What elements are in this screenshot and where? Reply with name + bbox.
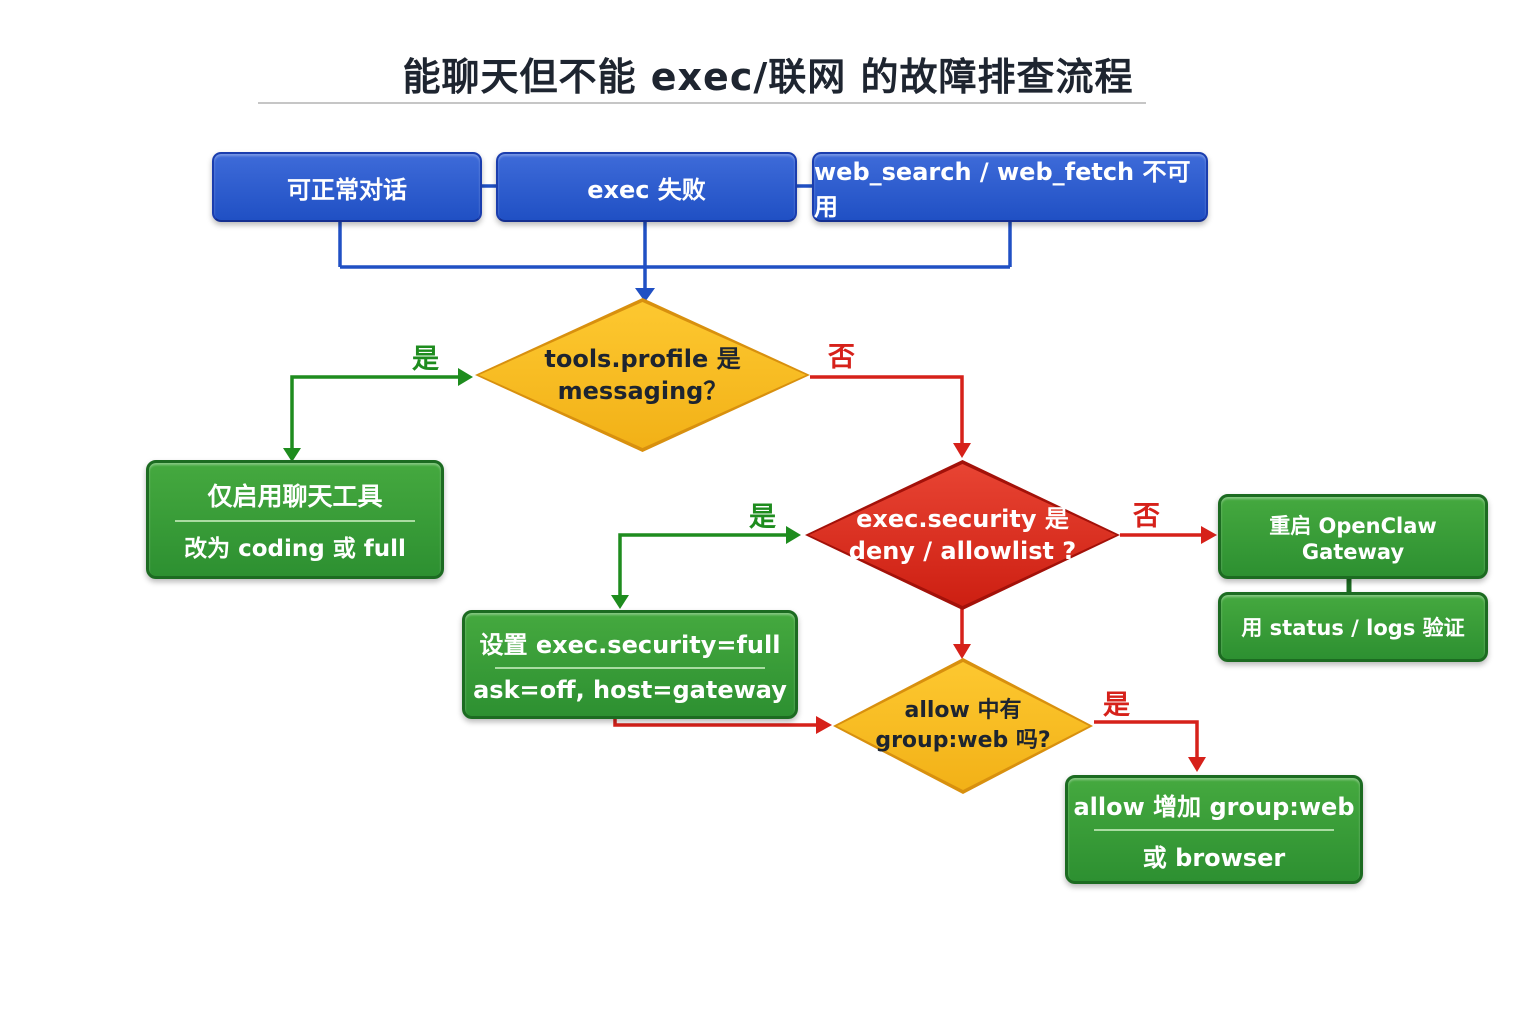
box-divider [175,519,415,522]
action-add-group-line2: 或 browser [1142,843,1286,872]
box-divider [1094,828,1334,831]
decision-tools-profile-text: tools.profile 是 messaging？ [475,298,810,452]
box-divider [494,667,766,669]
decision-tools-profile: tools.profile 是 messaging？ [475,298,810,452]
decision-exec-security-text: exec.security 是 deny / allowlist ? [805,460,1120,610]
action-chat-only-line2: 改为 coding 或 full [184,535,406,562]
red-connector-allow-yes [1094,720,1199,758]
edge-label-profile-yes: 是 [412,344,439,375]
arrowhead-right-security-yes [786,526,801,544]
node-chat-ok: 可正常对话 [212,152,482,222]
action-verify-status-logs: 用 status / logs 验证 [1218,592,1488,662]
arrowhead-into-set-full-box [611,595,629,609]
arrowhead-right-profile-yes [458,368,473,386]
edge-label-security-no: 否 [1133,501,1160,532]
blue-connectors [338,184,1012,290]
action-chat-only-line1: 仅启用聊天工具 [207,481,383,511]
decision-allow-line1: allow 中有 [904,698,1022,724]
decision-allow-group-web: allow 中有 group:web 吗? [833,658,1093,794]
action-set-full-line1: 设置 exec.security=full [479,631,781,659]
node-exec-fail: exec 失败 [496,152,797,222]
node-web-unavailable-label: web_search / web_fetch 不可用 [814,158,1191,221]
decision-exec-security-line2: deny / allowlist ? [848,537,1077,565]
action-chat-only: 仅启用聊天工具 改为 coding 或 full [146,460,444,579]
green-connector-security-yes [618,533,788,597]
node-exec-fail-label: exec 失败 [587,175,706,204]
green-connector-profile-yes [290,375,460,450]
edge-label-profile-no: 否 [828,342,855,373]
decision-allow-line2: group:web 吗? [875,728,1051,753]
title-underline [258,102,1146,104]
action-verify-status-logs-label: 用 status / logs 验证 [1241,616,1465,640]
action-set-security-full: 设置 exec.security=full ask=off, host=gate… [462,610,798,719]
arrowhead-into-chat-only-box [283,448,301,462]
arrowhead-into-restart-box [1201,526,1217,544]
page-title: 能聊天但不能 exec/联网 的故障排查流程 [402,55,1134,99]
arrowhead-into-security-diamond [953,443,971,458]
edge-label-security-yes: 是 [749,502,776,533]
arrowhead-into-allow-diamond-left [816,716,832,734]
action-add-group-web: allow 增加 group:web 或 browser [1065,775,1363,884]
node-web-unavailable: web_search / web_fetch 不可用 [812,152,1208,222]
node-chat-ok-label: 可正常对话 [287,175,407,204]
action-restart-gateway: 重启 OpenClaw Gateway [1218,494,1488,579]
decision-exec-security-line1: exec.security 是 [856,504,1069,533]
red-connector-profile-no [810,375,964,444]
arrowhead-into-allow-diamond-top [953,644,971,659]
decision-tools-profile-line1: tools.profile 是 [544,344,741,373]
action-set-full-line2: ask=off, host=gateway [473,676,787,704]
decision-allow-group-web-text: allow 中有 group:web 吗? [833,658,1093,794]
arrowhead-into-add-group-box [1188,757,1206,772]
edge-label-allow-yes: 是 [1103,690,1130,721]
decision-tools-profile-line2: messaging？ [557,377,728,405]
action-add-group-line1: allow 增加 group:web [1073,792,1355,821]
decision-exec-security: exec.security 是 deny / allowlist ? [805,460,1120,610]
arrowhead-into-profile-diamond [635,288,655,302]
action-restart-gateway-label: 重启 OpenClaw Gateway [1269,513,1437,564]
